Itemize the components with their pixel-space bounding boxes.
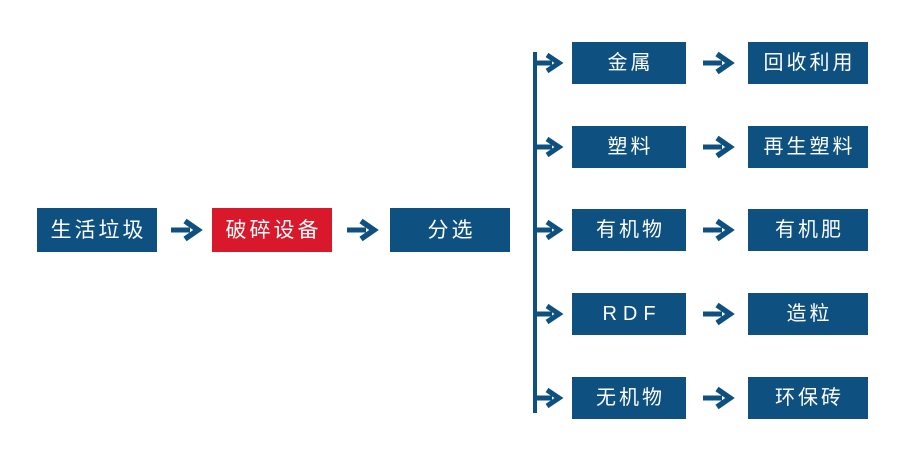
branch-arrow-icon bbox=[533, 387, 564, 409]
node-plastic: 塑料 bbox=[572, 126, 686, 168]
right-arrow-icon bbox=[703, 135, 735, 159]
right-arrow-icon bbox=[347, 218, 379, 242]
node-granulation: 造粒 bbox=[748, 293, 868, 335]
right-arrow-icon bbox=[703, 218, 735, 242]
node-household-waste: 生活垃圾 bbox=[37, 208, 157, 252]
right-arrow-icon bbox=[703, 302, 735, 326]
branch-arrow-icon bbox=[533, 219, 564, 241]
node-rdf: RDF bbox=[572, 293, 686, 335]
branch-arrow-icon bbox=[533, 52, 564, 74]
right-arrow-icon bbox=[703, 386, 735, 410]
right-arrow-icon bbox=[171, 218, 203, 242]
node-metal: 金属 bbox=[572, 42, 686, 84]
node-crushing-equipment: 破碎设备 bbox=[212, 208, 332, 252]
node-recycled-plastic: 再生塑料 bbox=[748, 126, 868, 168]
branch-arrow-icon bbox=[533, 136, 564, 158]
node-sorting: 分选 bbox=[390, 208, 510, 252]
node-organic-matter: 有机物 bbox=[572, 209, 686, 251]
node-eco-brick: 环保砖 bbox=[748, 377, 868, 419]
right-arrow-icon bbox=[703, 51, 735, 75]
node-organic-fertilizer: 有机肥 bbox=[748, 209, 868, 251]
node-recycling-reuse: 回收利用 bbox=[748, 42, 868, 84]
node-inorganic-matter: 无机物 bbox=[572, 377, 686, 419]
branch-arrow-icon bbox=[533, 303, 564, 325]
